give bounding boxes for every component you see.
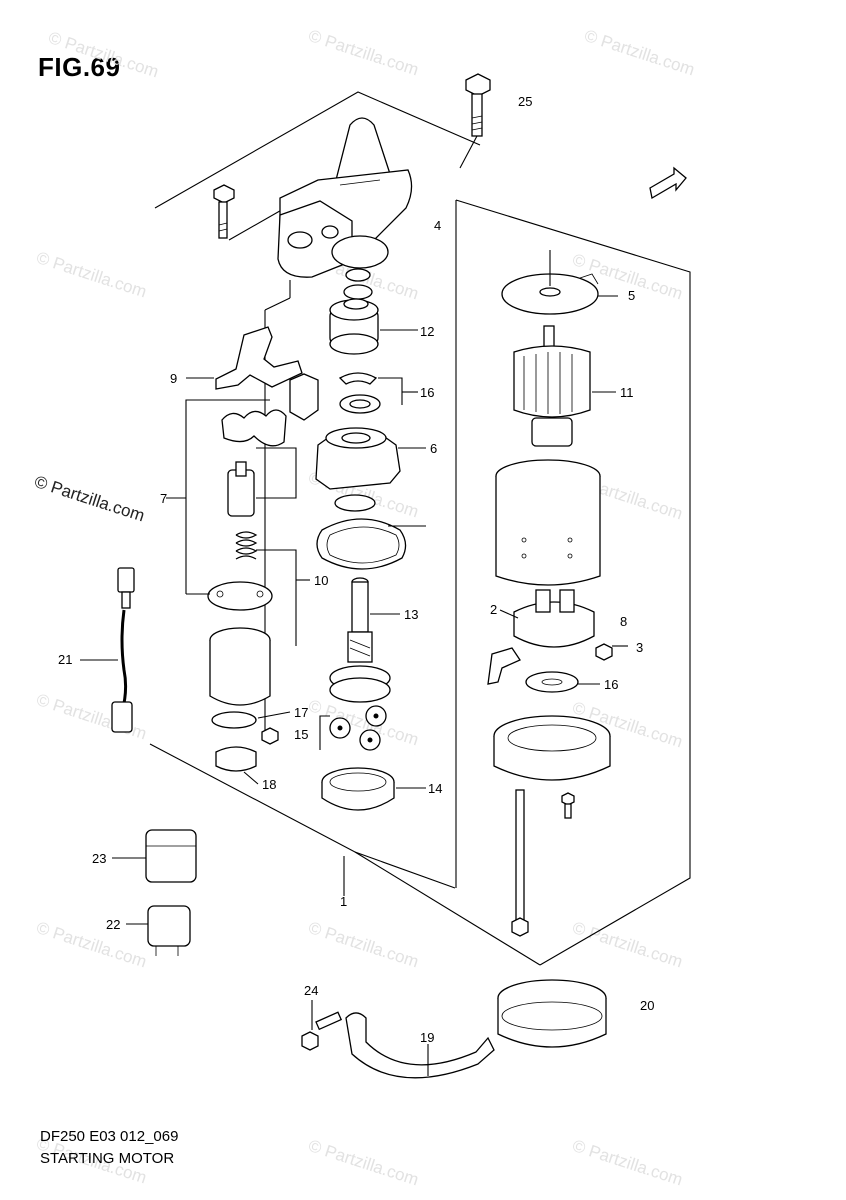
callout-21: 21 xyxy=(58,652,72,667)
callout-9: 9 xyxy=(170,371,177,386)
relay-23 xyxy=(112,829,197,883)
gear-housing-6 xyxy=(315,427,426,512)
clip-16 xyxy=(338,372,418,414)
callout-12: 12 xyxy=(420,324,434,339)
callout-22: 22 xyxy=(106,917,120,932)
drive-housing xyxy=(277,117,413,278)
callout-3: 3 xyxy=(636,640,643,655)
callout-23: 23 xyxy=(92,851,106,866)
callout-16a: 16 xyxy=(420,385,434,400)
assembly-frame-4 xyxy=(354,199,691,966)
clip-18 xyxy=(215,746,259,785)
through-bolt xyxy=(511,789,529,937)
bolt-25 xyxy=(459,73,491,169)
callout-17: 17 xyxy=(294,705,308,720)
nut-17 xyxy=(257,711,291,745)
gasket xyxy=(316,518,426,570)
screw xyxy=(561,792,575,819)
callout-14: 14 xyxy=(428,781,442,796)
figure-title: STARTING MOTOR xyxy=(40,1150,175,1167)
callout-15: 15 xyxy=(294,727,308,742)
armature-11 xyxy=(513,325,616,447)
callout-11: 11 xyxy=(620,385,634,400)
callout-5: 5 xyxy=(628,288,635,303)
yoke xyxy=(495,459,601,586)
figure-code: DF250 E03 012_069 xyxy=(40,1128,179,1145)
lever-9 xyxy=(186,326,303,390)
washer-16b xyxy=(525,671,600,693)
pinion-clutch-12 xyxy=(329,268,418,355)
figure-id: FIG.69 xyxy=(38,52,121,82)
forward-arrow-icon xyxy=(649,166,687,200)
callout-16b: 16 xyxy=(604,677,618,692)
rear-cover xyxy=(493,715,611,781)
nut-3 xyxy=(595,643,628,661)
brush-holder-2 xyxy=(487,589,595,685)
solenoid-parts xyxy=(166,373,319,729)
lead-wire-21 xyxy=(80,567,135,733)
bracket-19 xyxy=(345,1012,495,1079)
callout-8: 8 xyxy=(620,614,627,629)
shaft-13 xyxy=(329,577,400,703)
band-20 xyxy=(497,979,607,1048)
callout-7: 7 xyxy=(160,491,167,506)
bolt-small xyxy=(213,184,286,241)
brush-plate-5 xyxy=(501,250,618,315)
callout-24: 24 xyxy=(304,983,318,998)
planet-gears-15 xyxy=(319,705,387,751)
callout-1: 1 xyxy=(340,894,347,909)
callout-4: 4 xyxy=(434,218,441,233)
callout-13: 13 xyxy=(404,607,418,622)
callout-6: 6 xyxy=(430,441,437,456)
internal-gear-14 xyxy=(321,767,426,811)
callout-20: 20 xyxy=(640,998,654,1013)
bolt-24 xyxy=(301,1000,343,1051)
callout-2: 2 xyxy=(490,602,497,617)
callout-18: 18 xyxy=(262,777,276,792)
callout-19: 19 xyxy=(420,1030,434,1045)
relay-22 xyxy=(126,905,191,956)
callout-25: 25 xyxy=(518,94,532,109)
callouts: 1 2 3 4 5 6 7 8 9 10 11 12 13 14 15 16 1… xyxy=(58,94,654,1045)
callout-10: 10 xyxy=(314,573,328,588)
